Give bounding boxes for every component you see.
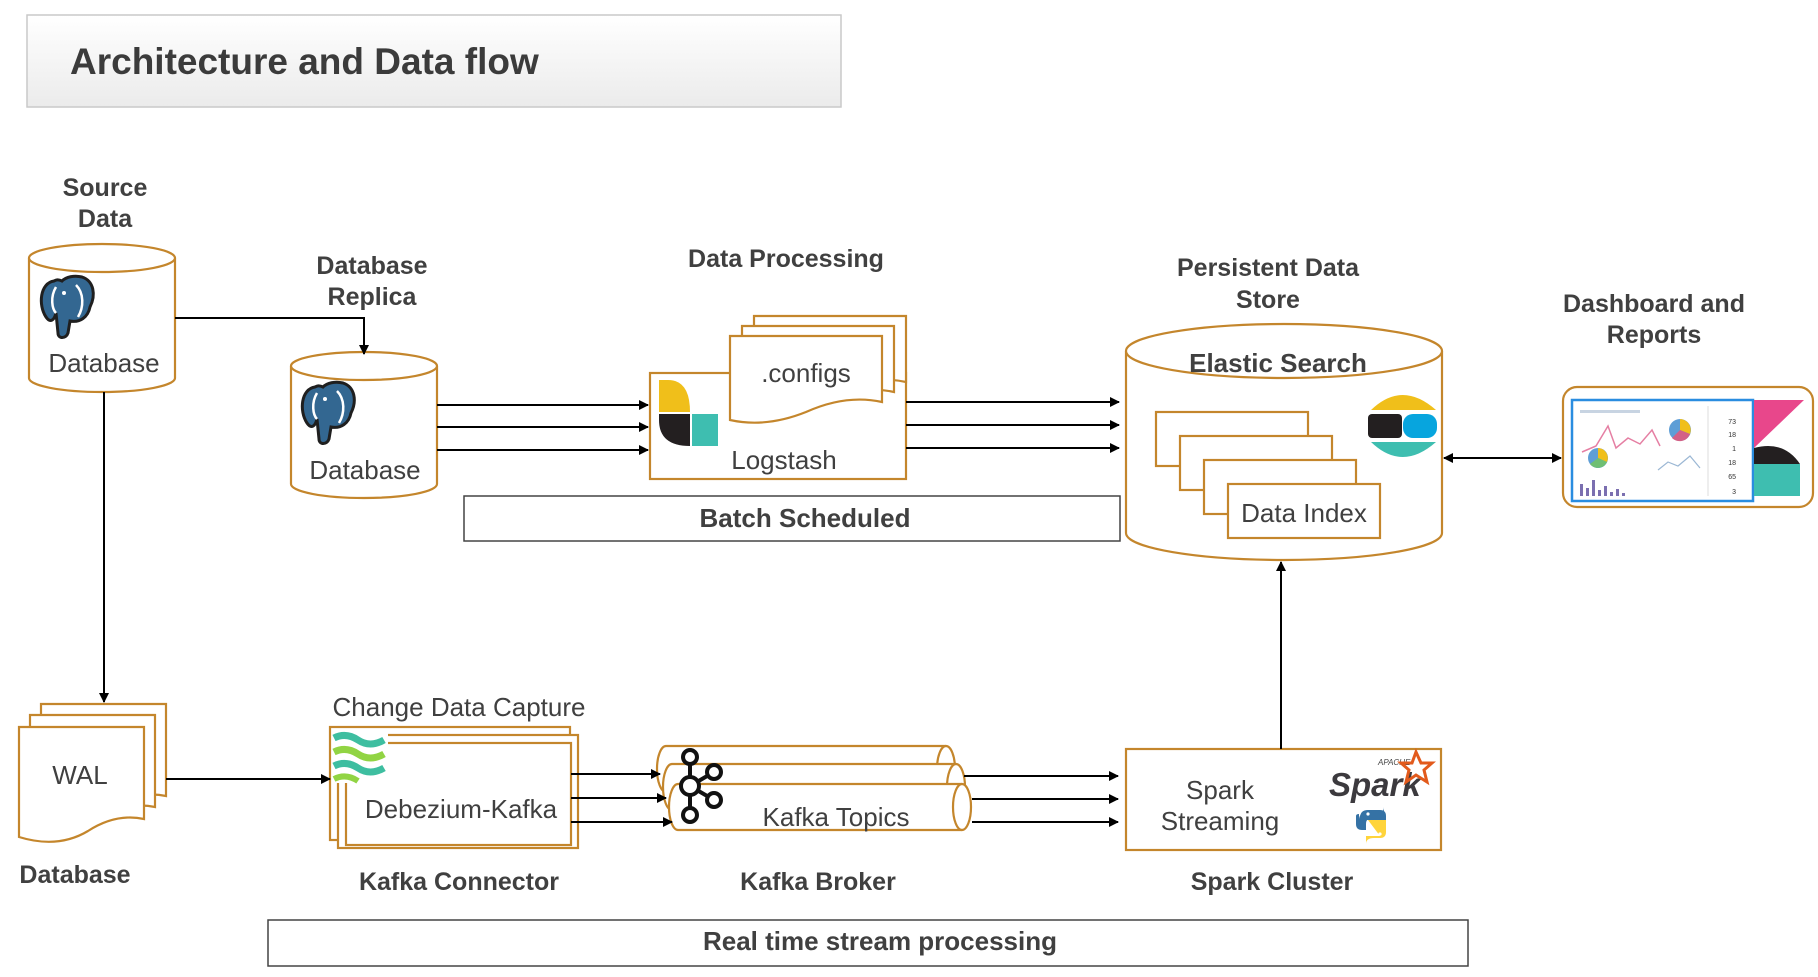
- kafka-icon: [679, 748, 723, 824]
- source-database-cylinder: Database: [27, 242, 177, 394]
- dashboard-number: 73: [1728, 419, 1736, 426]
- python-icon: [1356, 807, 1386, 844]
- spark-logo-text: Spark: [1329, 766, 1422, 803]
- kafka-topics-cylinder: Kafka Topics: [655, 744, 973, 832]
- dashboard-number: 65: [1728, 474, 1736, 481]
- logstash-box: .configs Logstash: [648, 314, 908, 481]
- kibana-dashboard-box: 73 18 1 18 65 3: [1561, 385, 1815, 509]
- dashboard-number: 18: [1728, 460, 1736, 467]
- heading-kafka-connector: Kafka Connector: [359, 868, 559, 896]
- heading-dashboard-2: Reports: [1607, 321, 1701, 349]
- spark-logo-small-text: APACHE: [1377, 758, 1411, 767]
- heading-dashboard-1: Dashboard and: [1563, 290, 1745, 318]
- data-index-label: Data Index: [1241, 498, 1367, 528]
- wal-label: WAL: [52, 760, 107, 790]
- flow-arrows: [99, 317, 1562, 827]
- kibana-icon: [1754, 400, 1804, 496]
- title-box: [26, 14, 842, 108]
- heading-source-data-2: Data: [78, 205, 133, 233]
- arrow-source-to-replica: [175, 317, 369, 355]
- heading-database-bottom: Database: [19, 861, 130, 889]
- realtime-band: [267, 919, 1469, 967]
- heading-persistent-2: Store: [1236, 286, 1300, 314]
- apache-spark-icon: APACHE Spark: [1329, 748, 1436, 803]
- elasticsearch-icon: [1368, 395, 1437, 457]
- heading-persistent-1: Persistent Data: [1177, 254, 1360, 282]
- logstash-icon: [659, 380, 718, 446]
- heading-kafka-broker: Kafka Broker: [740, 868, 896, 896]
- elastic-search-cylinder: Elastic Search Data Index: [1124, 322, 1444, 562]
- dashboard-number: 3: [1732, 489, 1736, 496]
- logstash-label: Logstash: [731, 445, 837, 475]
- wal-document: WAL: [17, 702, 168, 843]
- configs-label: .configs: [761, 358, 851, 388]
- heading-data-processing: Data Processing: [688, 245, 884, 273]
- source-db-label: Database: [48, 348, 159, 378]
- replica-db-label: Database: [309, 455, 420, 485]
- heading-replica-2: Replica: [328, 283, 418, 311]
- spark-streaming-label-2: Streaming: [1161, 806, 1280, 836]
- debezium-icon: [332, 731, 388, 784]
- dashboard-number: 1: [1732, 446, 1736, 453]
- dashboard-number: 18: [1728, 432, 1736, 439]
- change-data-capture-label: Change Data Capture: [333, 692, 586, 722]
- batch-band: [463, 495, 1121, 542]
- debezium-label: Debezium-Kafka: [365, 794, 558, 824]
- batch-band-label: Batch Scheduled: [700, 503, 911, 533]
- dashboard-bar-chart: [1580, 480, 1625, 496]
- replica-database-cylinder: Database: [289, 350, 439, 500]
- kafka-topics-label: Kafka Topics: [763, 802, 910, 832]
- heading-replica-1: Database: [316, 252, 427, 280]
- heading-source-data-1: Source: [63, 174, 148, 202]
- debezium-kafka-box: Debezium-Kafka: [328, 725, 580, 850]
- spark-streaming-label-1: Spark: [1186, 775, 1255, 805]
- heading-spark-cluster: Spark Cluster: [1191, 868, 1354, 896]
- page-title: Architecture and Data flow: [70, 41, 539, 82]
- spark-streaming-box: Spark Streaming APACHE Spark: [1124, 747, 1443, 852]
- realtime-band-label: Real time stream processing: [703, 926, 1057, 956]
- elastic-search-label: Elastic Search: [1189, 348, 1367, 378]
- dashboard-line-chart: [1581, 424, 1661, 453]
